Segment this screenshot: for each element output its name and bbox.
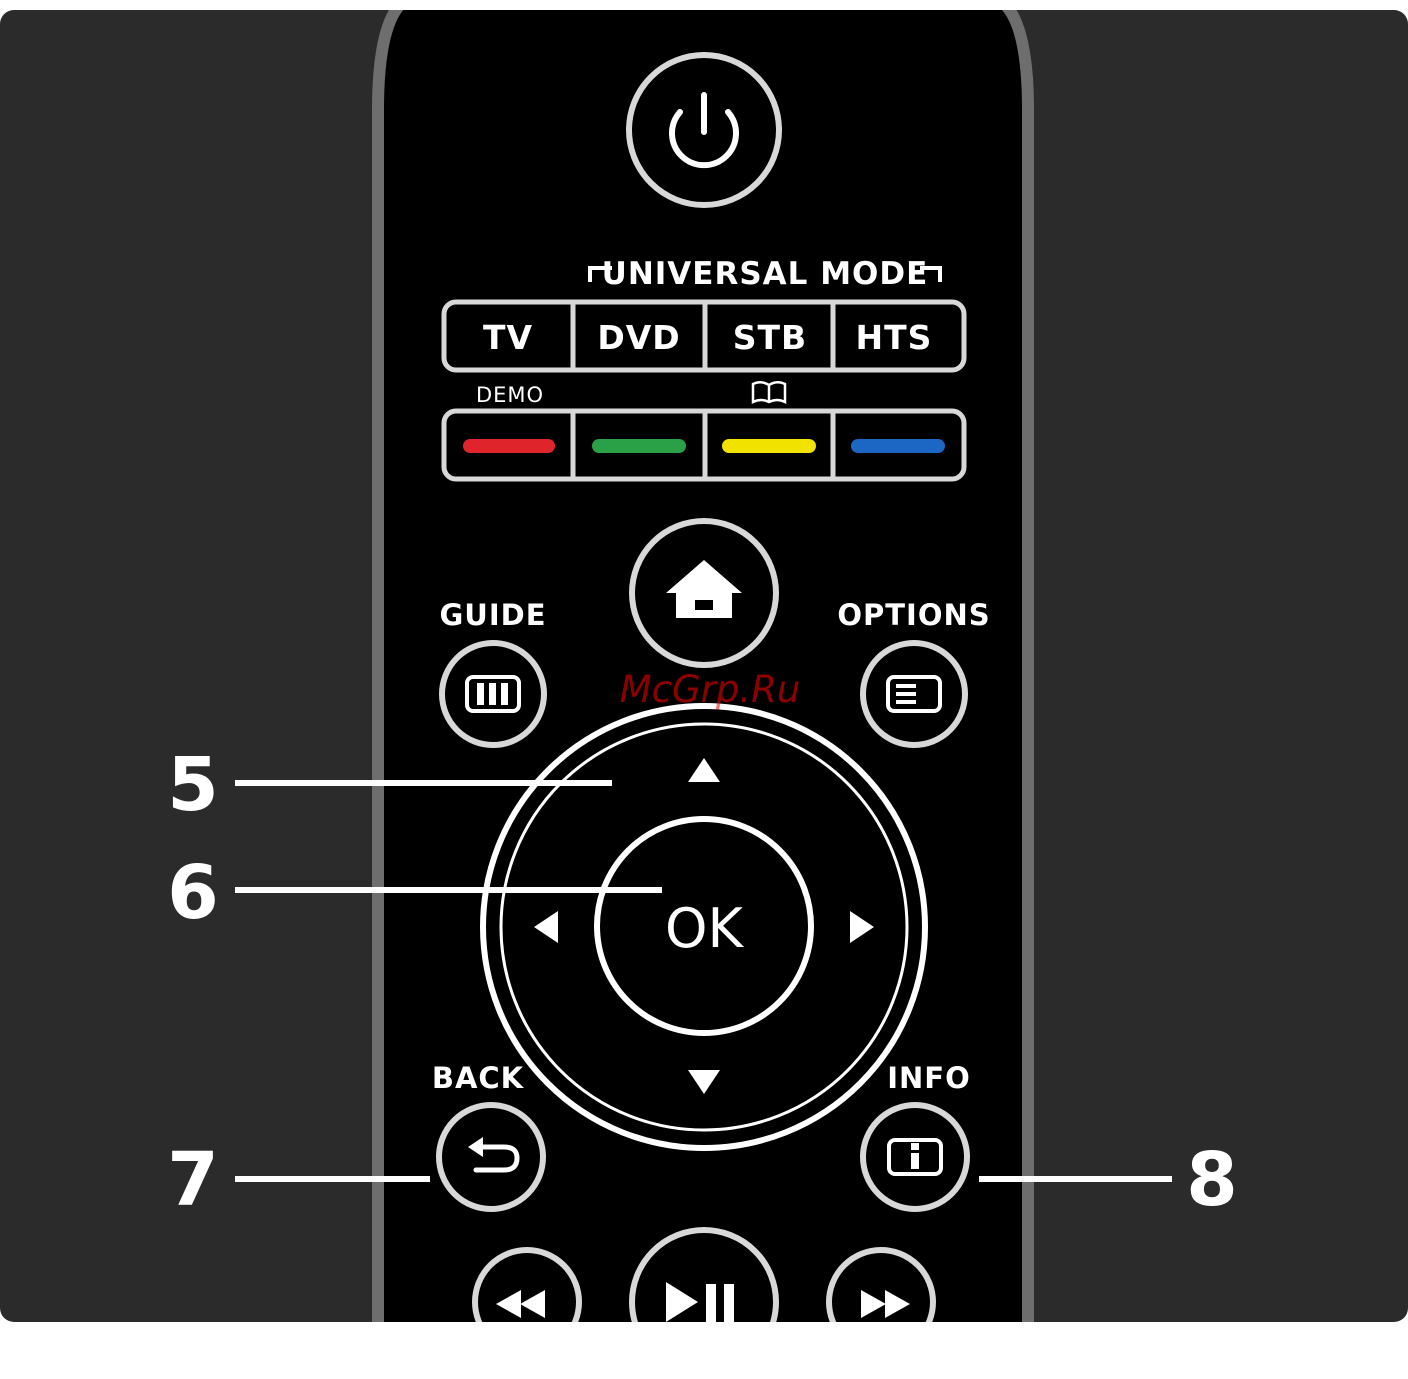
demo-label: DEMO [476, 383, 544, 407]
hts-button[interactable]: HTS [835, 304, 962, 368]
callout-number-7: 7 [167, 1137, 219, 1223]
rewind-button[interactable] [475, 1250, 579, 1354]
green-key-bar [592, 439, 686, 453]
info-button[interactable] [863, 1105, 967, 1209]
callout-number-5: 5 [167, 742, 219, 828]
tv-button-label: TV [483, 318, 533, 357]
red-key-bar [463, 439, 555, 453]
yellow-key-button[interactable] [707, 413, 831, 477]
universal-mode-header: UNIVERSAL MODE [590, 256, 940, 292]
yellow-key-bar [722, 439, 816, 453]
watermark: McGrp.Ru [620, 668, 801, 711]
color-key-group [444, 411, 964, 479]
tv-button[interactable]: TV [446, 304, 571, 368]
universal-mode-title: UNIVERSAL MODE [602, 256, 929, 292]
power-button[interactable] [629, 55, 779, 205]
guide-button[interactable] [442, 643, 544, 745]
green-key-button[interactable] [575, 413, 703, 477]
info-label: INFO [887, 1061, 971, 1095]
guide-label: GUIDE [439, 598, 546, 632]
ok-button[interactable]: OK [597, 819, 811, 1033]
back-label: BACK [432, 1061, 525, 1095]
dvd-button-label: DVD [597, 318, 680, 357]
play-pause-button[interactable] [632, 1230, 776, 1374]
callout-number-8: 8 [1186, 1137, 1238, 1223]
callout-number-6: 6 [167, 850, 219, 936]
red-key-button[interactable] [446, 413, 571, 477]
home-button[interactable] [632, 521, 776, 665]
dvd-button[interactable]: DVD [575, 304, 703, 368]
hts-button-label: HTS [856, 318, 933, 357]
blue-key-bar [851, 439, 945, 453]
stb-button-label: STB [733, 318, 807, 357]
options-label: OPTIONS [837, 598, 990, 632]
fast-forward-button[interactable] [829, 1250, 933, 1354]
ok-label: OK [665, 897, 745, 960]
options-button[interactable] [863, 643, 965, 745]
stb-button[interactable]: STB [707, 304, 831, 368]
mode-button-group: TV DVD STB HTS [444, 302, 964, 370]
blue-key-button[interactable] [835, 413, 962, 477]
back-button[interactable] [439, 1105, 543, 1209]
